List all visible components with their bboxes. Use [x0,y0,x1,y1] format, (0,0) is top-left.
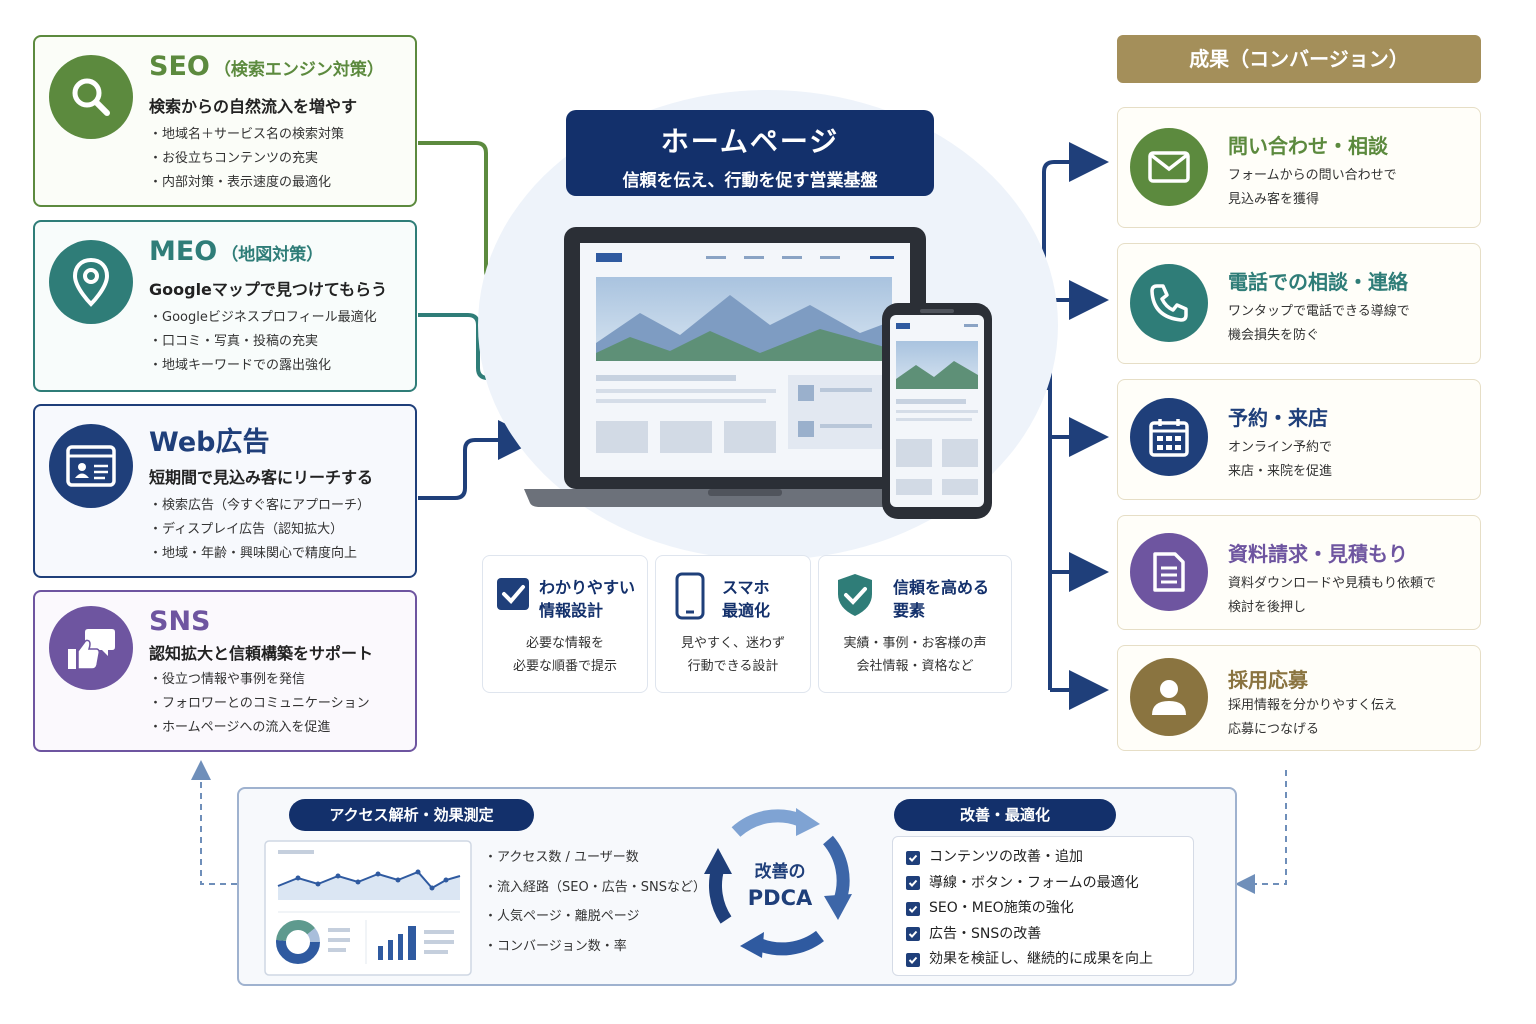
feature-title: わかりやすい情報設計 [539,578,636,620]
list-item: 地域名＋サービス名の検索対策 [149,123,344,147]
list-item: ディスプレイ広告（認知拡大） [149,518,370,542]
calendar-icon [1130,398,1208,476]
checkbox-icon [906,927,920,942]
list-item: 導線・ボタン・フォームの最適化 [906,871,1153,897]
result-desc: オンライン予約で来店・来院を促進 [1228,440,1333,479]
list-item: 広告・SNSの改善 [906,922,1153,948]
channel-title: MEO（地図対策） [149,236,324,267]
result-title: 資料請求・見積もり [1228,542,1408,566]
channel-card-web-ads: Web広告 短期間で見込み客にリーチする 検索広告（今すぐ客にアプローチ） ディ… [33,404,417,578]
feature-trust: 信頼を高める要素 実績・事例・お客様の声会社情報・資格など [818,555,1012,693]
channel-card-seo: SEO（検索エンジン対策） 検索からの自然流入を増やす 地域名＋サービス名の検索… [33,35,417,207]
result-desc: 資料ダウンロードや見積もり依頼で検討を後押し [1228,576,1437,615]
checkbox-icon [906,876,920,891]
channel-list: 地域名＋サービス名の検索対策 お役立ちコンテンツの充実 内部対策・表示速度の最適… [149,123,344,195]
list-item: アクセス数 / ユーザー数 [484,843,706,873]
list-item: 流入経路（SEO・広告・SNSなど） [484,873,706,903]
channel-subtitle: 短期間で見込み客にリーチする [149,468,374,487]
feature-smartphone: スマホ最適化 見やすく、迷わず行動できる設計 [655,555,811,693]
result-card-reservation: 予約・来店 オンライン予約で来店・来院を促進 [1117,379,1481,500]
channel-subtitle: 認知拡大と信頼構築をサポート [149,644,374,663]
results-header: 成果（コンバージョン） [1117,35,1481,83]
channel-card-meo: MEO（地図対策） Googleマップで見つけてもらう Googleビジネスプロ… [33,220,417,392]
improve-box [892,836,1194,976]
channel-subtitle: 検索からの自然流入を増やす [149,97,358,116]
improve-list: コンテンツの改善・追加 導線・ボタン・フォームの最適化 SEO・MEO施策の強化… [906,845,1153,973]
checkbox-icon [906,901,920,916]
result-card-document-request: 資料請求・見積もり 資料ダウンロードや見積もり依頼で検討を後押し [1117,515,1481,630]
thumbs-up-chat-icon [49,606,133,690]
cycle-arrows-icon [704,808,852,958]
list-item: SEO・MEO施策の強化 [906,896,1153,922]
result-desc: 採用情報を分かりやすく伝え応募につなげる [1228,698,1398,737]
search-icon [49,55,133,139]
phone-icon [1130,264,1208,342]
feature-desc: 見やすく、迷わず行動できる設計 [680,636,785,674]
list-item: 効果を検証し、継続的に成果を向上 [906,947,1153,973]
homepage-title: ホームページ [660,125,840,158]
list-item: 人気ページ・離脱ページ [484,902,706,932]
channel-title: SEO（検索エンジン対策） [149,51,384,82]
analytics-label: アクセス解析・効果測定 [289,799,534,831]
result-title: 採用応募 [1228,668,1308,692]
list-item: コンバージョン数・率 [484,932,706,962]
list-item: 検索広告（今すぐ客にアプローチ） [149,494,370,518]
smartphone-icon [674,572,706,624]
channel-list: 役立つ情報や事例を発信 フォロワーとのコミュニケーション ホームページへの流入を… [149,668,370,740]
list-item: ホームページへの流入を促進 [149,716,370,740]
checkbox-icon [906,850,920,865]
list-item: お役立ちコンテンツの充実 [149,147,344,171]
homepage-subtitle: 信頼を伝え、行動を促す営業基盤 [622,171,878,191]
channel-list: Googleビジネスプロフィール最適化 口コミ・写真・投稿の充実 地域キーワード… [149,306,377,378]
feature-desc: 必要な情報を必要な順番で提示 [512,636,617,674]
channel-subtitle: Googleマップで見つけてもらう [149,280,388,299]
channel-list: 検索広告（今すぐ客にアプローチ） ディスプレイ広告（認知拡大） 地域・年齢・興味… [149,494,370,566]
dashboard-illustration [264,840,472,976]
list-item: 内部対策・表示速度の最適化 [149,171,344,195]
result-desc: フォームからの問い合わせで見込み客を獲得 [1228,168,1397,207]
homepage-title-box: ホームページ 信頼を伝え、行動を促す営業基盤 [566,110,934,196]
person-icon [1130,658,1208,736]
list-item: 口コミ・写真・投稿の充実 [149,330,377,354]
result-card-inquiry: 問い合わせ・相談 フォームからの問い合わせで見込み客を獲得 [1117,107,1481,228]
result-card-phone: 電話での相談・連絡 ワンタップで電話できる導線で機会損失を防ぐ [1117,243,1481,364]
list-item: Googleビジネスプロフィール最適化 [149,306,377,330]
list-item: 地域キーワードでの露出強化 [149,354,377,378]
result-desc: ワンタップで電話できる導線で機会損失を防ぐ [1228,304,1410,343]
list-item: 役立つ情報や事例を発信 [149,668,370,692]
result-card-recruit: 採用応募 採用情報を分かりやすく伝え応募につなげる [1117,645,1481,751]
list-item: コンテンツの改善・追加 [906,845,1153,871]
channel-title: SNS [149,606,211,637]
improve-label: 改善・最適化 [894,799,1116,831]
list-item: 地域・年齢・興味関心で精度向上 [149,542,370,566]
result-title: 予約・来店 [1228,406,1328,430]
document-icon [1130,533,1208,611]
checkbox-icon [906,952,920,967]
result-title: 電話での相談・連絡 [1228,270,1408,294]
list-item: フォロワーとのコミュニケーション [149,692,370,716]
shield-check-icon [835,572,875,622]
envelope-icon [1130,128,1208,206]
pdca-text: 改善の PDCA [747,862,813,910]
checkbox-icon [495,576,531,616]
laptop-phone-illustration [524,227,992,519]
analytics-list: アクセス数 / ユーザー数 流入経路（SEO・広告・SNSなど） 人気ページ・離… [484,843,706,961]
map-pin-icon [49,240,133,324]
result-title: 問い合わせ・相談 [1228,134,1388,158]
channel-title: Web広告 [149,427,270,458]
feature-title: スマホ最適化 [722,578,771,620]
feature-title: 信頼を高める要素 [893,578,990,620]
channel-card-sns: SNS 認知拡大と信頼構築をサポート 役立つ情報や事例を発信 フォロワーとのコミ… [33,590,417,752]
browser-ad-icon [49,424,133,508]
feature-info-design: わかりやすい情報設計 必要な情報を必要な順番で提示 [482,555,648,693]
feature-desc: 実績・事例・お客様の声会社情報・資格など [843,636,987,674]
